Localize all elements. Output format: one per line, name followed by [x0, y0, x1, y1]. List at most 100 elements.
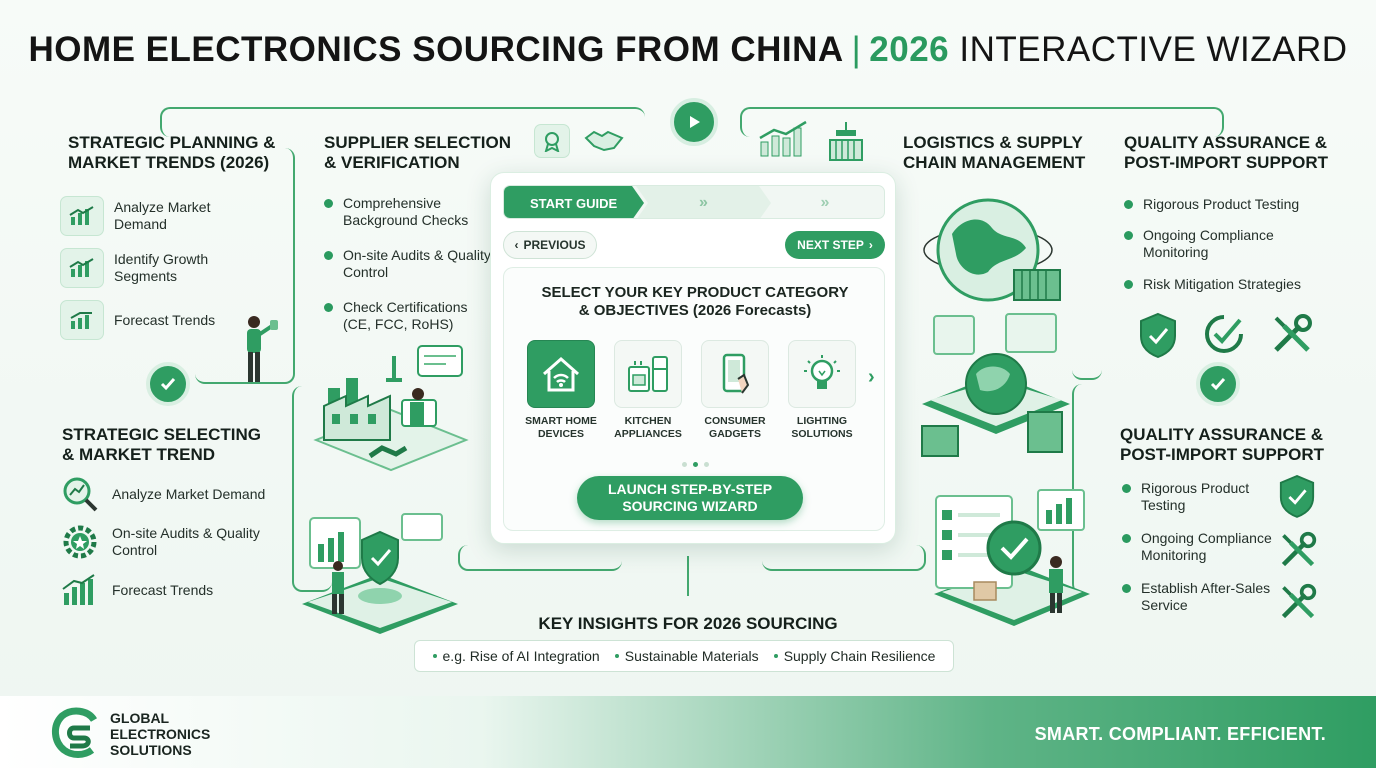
- list-item: Ongoing Compliance Monitoring: [1122, 530, 1322, 580]
- list-item: Analyze Market Demand: [60, 192, 250, 240]
- connector-right-mid: [1072, 148, 1102, 380]
- list-item: Analyze Market Demand: [60, 474, 290, 514]
- quality-bottom-heading: QUALITY ASSURANCE & POST-IMPORT SUPPORT: [1120, 425, 1325, 464]
- list-item: Identify Growth Segments: [60, 240, 250, 296]
- category-question: SELECT YOUR KEY PRODUCT CATEGORY & OBJEC…: [541, 284, 849, 319]
- title-rest: INTERACTIVE WIZARD: [959, 30, 1348, 69]
- strategic-planning-section: STRATEGIC PLANNING & MARKET TRENDS (2026…: [68, 133, 298, 173]
- tablet-shield-illustration-icon: [296, 510, 466, 645]
- connector-bottom-left: [458, 545, 622, 571]
- globe-logistics-illustration-icon: [918, 188, 1078, 473]
- step-two[interactable]: »: [636, 186, 771, 218]
- insights-heading: KEY INSIGHTS FOR 2026 SOURCING: [538, 614, 838, 633]
- tools-icon: [1281, 583, 1317, 619]
- growth-chart-icon: [60, 196, 104, 236]
- smart-home-icon: [527, 340, 595, 408]
- trend-up-icon: [60, 300, 104, 340]
- check-badge-left: [146, 362, 190, 406]
- connector-left-mid: [195, 148, 295, 384]
- growth-chart-icon: [60, 248, 104, 288]
- footer-band: [0, 696, 1376, 768]
- title-main: HOME ELECTRONICS SOURCING FROM CHINA: [28, 30, 844, 69]
- handshake-icon: [584, 124, 624, 161]
- quality-bottom-list: Rigorous Product Testing Ongoing Complia…: [1122, 480, 1322, 630]
- list-item: Supply Chain Resilience: [773, 648, 935, 664]
- footer-tagline: SMART. COMPLIANT. EFFICIENT.: [1034, 724, 1326, 744]
- quality-top-icons: [1138, 312, 1314, 358]
- list-item: Risk Mitigation Strategies: [1124, 276, 1344, 307]
- check-badge-right: [1196, 362, 1240, 406]
- supplier-selection-heading: SUPPLIER SELECTION & VERIFICATION: [324, 133, 512, 172]
- brand-name: GLOBAL ELECTRONICS SOLUTIONS: [110, 710, 211, 758]
- quality-top-list: Rigorous Product Testing Ongoing Complia…: [1124, 196, 1344, 307]
- supplier-badges: [534, 124, 624, 161]
- tools-icon: [1281, 531, 1317, 567]
- lightbulb-icon: [788, 340, 856, 408]
- page-title: HOME ELECTRONICS SOURCING FROM CHINA|202…: [0, 30, 1376, 70]
- brand-logo-icon: [50, 706, 102, 763]
- tools-icon: [1274, 314, 1312, 352]
- title-separator: |: [851, 30, 862, 69]
- list-item: On-site Audits & Quality Control: [324, 247, 494, 299]
- category-scroll-right-icon[interactable]: ›: [868, 366, 875, 388]
- container-crane-icon: [829, 122, 863, 161]
- check-circle-icon: [1205, 315, 1243, 353]
- logistics-chart-icons: [758, 120, 866, 162]
- step-three[interactable]: »: [820, 194, 830, 211]
- phone-icon: [701, 340, 769, 408]
- list-item: e.g. Rise of AI Integration: [432, 648, 600, 664]
- wizard-progress-bar: START GUIDE » »: [503, 185, 885, 219]
- shield-check-icon: [1140, 312, 1176, 358]
- chevron-left-icon: ‹: [514, 238, 519, 252]
- insights-list: e.g. Rise of AI Integration Sustainable …: [414, 640, 954, 672]
- strategic-planning-heading: STRATEGIC PLANNING & MARKET TRENDS (2026…: [68, 133, 276, 172]
- list-item: Sustainable Materials: [614, 648, 759, 664]
- kitchen-appliances-icon: [614, 340, 682, 408]
- logistics-heading: LOGISTICS & SUPPLY CHAIN MANAGEMENT: [903, 133, 1086, 172]
- quality-bottom-icons: [1278, 474, 1318, 622]
- connector-bottom-right: [762, 545, 926, 571]
- list-item: Forecast Trends: [60, 570, 290, 610]
- list-item: Ongoing Compliance Monitoring: [1124, 227, 1344, 276]
- magnifier-chart-icon: [63, 477, 98, 512]
- next-step-button[interactable]: NEXT STEP ›: [785, 231, 885, 259]
- quality-check-illustration-icon: [930, 486, 1096, 641]
- list-item: On-site Audits & Quality Control: [60, 514, 290, 570]
- quality-top-heading: QUALITY ASSURANCE & POST-IMPORT SUPPORT: [1124, 133, 1329, 172]
- shield-check-icon: [1279, 475, 1315, 518]
- analyst-figure-icon: [236, 314, 280, 391]
- growth-chart-icon: [759, 120, 807, 157]
- list-item: Check Certifications (CE, FCC, RoHS): [324, 299, 494, 351]
- play-icon: [690, 116, 700, 128]
- title-year: 2026: [869, 30, 950, 69]
- list-item: Establish After-Sales Service: [1122, 580, 1322, 630]
- strategic-planning-list: Analyze Market Demand Identify Growth Se…: [60, 192, 250, 344]
- category-selector: SELECT YOUR KEY PRODUCT CATEGORY & OBJEC…: [503, 267, 885, 531]
- supplier-selection-list: Comprehensive Background Checks On-site …: [324, 195, 494, 351]
- certificate-icon: [534, 124, 570, 158]
- strategic-selecting-list: Analyze Market Demand On-site Audits & Q…: [60, 474, 290, 610]
- list-item: Rigorous Product Testing: [1124, 196, 1344, 227]
- play-button[interactable]: [670, 98, 718, 146]
- connector-left-lower: [292, 386, 332, 592]
- list-item: Forecast Trends: [60, 296, 250, 344]
- list-item: Rigorous Product Testing: [1122, 480, 1322, 530]
- list-item: Comprehensive Background Checks: [324, 195, 494, 247]
- step-start-guide[interactable]: START GUIDE: [504, 186, 644, 218]
- connector-top-left: [160, 107, 645, 137]
- arrow-up-line: [687, 556, 689, 596]
- factory-illustration-icon: [306, 340, 476, 485]
- carousel-dots: [504, 454, 886, 472]
- previous-button[interactable]: ‹ PREVIOUS: [503, 231, 597, 259]
- gear-star-icon: [63, 525, 97, 559]
- chevron-right-icon: ›: [868, 238, 873, 252]
- wizard-panel: START GUIDE » » ‹ PREVIOUS NEXT STEP › S…: [490, 172, 896, 544]
- strategic-selecting-heading: STRATEGIC SELECTING & MARKET TREND: [62, 425, 261, 464]
- bar-chart-icon: [62, 574, 95, 605]
- connector-top-right: [740, 107, 1224, 137]
